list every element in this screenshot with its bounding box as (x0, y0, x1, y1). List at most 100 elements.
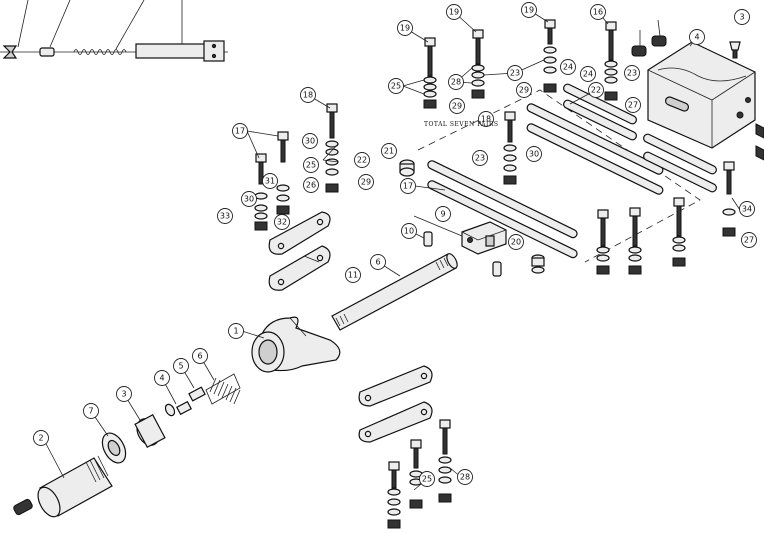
callout-label: 24 (583, 70, 593, 79)
callout-bubble: 30 (526, 146, 542, 162)
callout-label: 6 (197, 352, 202, 361)
callout-label: 19 (524, 6, 534, 15)
yoke-1 (251, 316, 341, 373)
barrel-2 (37, 455, 113, 518)
clamp-block-9 (461, 221, 507, 255)
callout-label: 3 (121, 390, 126, 399)
callout-bubble: 18 (478, 111, 494, 127)
bolt-stack-1 (423, 37, 437, 109)
callout-label: 22 (591, 86, 601, 95)
callout-label: 27 (628, 101, 638, 110)
rollers-20 (531, 254, 545, 274)
callout-label: 18 (481, 115, 491, 124)
callout-label: 2 (38, 434, 43, 443)
spring-6 (205, 373, 241, 405)
callout-label: 7 (88, 407, 93, 416)
callout-label: 20 (511, 238, 521, 247)
callout-bubble: 34 (739, 201, 755, 217)
callout-bubble: 22 (588, 82, 604, 98)
callout-label: 26 (306, 181, 316, 190)
top-left-shaft-assembly (0, 0, 228, 62)
callout-label: 25 (391, 82, 401, 91)
fittings-4-5 (164, 386, 206, 417)
callout-bubble: 19 (446, 4, 462, 20)
callout-bubble: 19 (521, 2, 537, 18)
callout-label: 6 (375, 258, 380, 267)
callout-label: 27 (744, 236, 754, 245)
callout-label: 25 (422, 475, 432, 484)
bolt-stack-3 (543, 19, 557, 93)
callout-bubble: 16 (590, 4, 606, 20)
bushing-21 (399, 159, 415, 177)
callout-label: 31 (265, 177, 275, 186)
callout-bubble: 6 (370, 254, 386, 270)
callout-label: 30 (305, 137, 315, 146)
bolt-stack-2 (471, 29, 485, 99)
bolt-stack-4 (604, 21, 618, 101)
callout-bubble: 9 (435, 206, 451, 222)
callout-bubble: 20 (508, 234, 524, 250)
callout-bubble: 29 (358, 174, 374, 190)
nut-7 (101, 432, 127, 464)
callout-bubble: 2 (33, 430, 49, 446)
callout-label: 28 (451, 78, 461, 87)
callout-label: 29 (452, 102, 462, 111)
callout-label: 23 (627, 69, 637, 78)
bolt-right-a (722, 161, 736, 237)
pin-10 (423, 231, 502, 277)
callout-bubble: 27 (741, 232, 757, 248)
callout-label: 10 (404, 227, 414, 236)
callout-bubble: 17 (400, 178, 416, 194)
small-bolt-right (729, 41, 741, 73)
callout-label: 30 (244, 195, 254, 204)
callout-label: 11 (348, 271, 358, 280)
main-shaft-8 (331, 253, 458, 331)
seven-pairs-note: TOTAL SEVEN PAIRS (424, 121, 499, 128)
plates-bottom (358, 365, 433, 443)
long-links (427, 83, 717, 259)
callout-label: 29 (519, 86, 529, 95)
callout-bubble: 4 (689, 29, 705, 45)
plugs-pair (631, 19, 667, 57)
callout-bubble: 25 (388, 78, 404, 94)
callout-label: 22 (357, 156, 367, 165)
end-plug (13, 498, 33, 516)
callout-bubble: 7 (83, 403, 99, 419)
callout-bubble: 21 (381, 143, 397, 159)
callout-label: 33 (220, 212, 230, 221)
callout-label: 25 (306, 161, 316, 170)
callout-bubble: 28 (457, 469, 473, 485)
callout-bubble: 10 (401, 223, 417, 239)
bolts-bottom (387, 419, 452, 529)
callout-bubble: 1 (228, 323, 244, 339)
callout-label: 23 (510, 69, 520, 78)
callout-label: 23 (475, 154, 485, 163)
plates-middle (268, 211, 331, 291)
bolt-group-mid (503, 111, 517, 185)
callout-bubble: 24 (580, 66, 596, 82)
callout-bubble: 25 (303, 157, 319, 173)
callout-bubble: 25 (419, 471, 435, 487)
callout-label: 5 (178, 362, 183, 371)
bolt-row-bottom (596, 197, 686, 275)
bolt-group-left (254, 131, 290, 231)
callout-bubble: 26 (303, 177, 319, 193)
callout-bubble: 17 (232, 123, 248, 139)
callouts: 19 19 19 16 3 4 25 28 29 23 24 29 24 23 … (33, 2, 757, 487)
callout-bubble: 4 (154, 370, 170, 386)
callout-label: 34 (742, 205, 752, 214)
callout-label: 18 (303, 91, 313, 100)
callout-bubble: 28 (448, 74, 464, 90)
seven-pairs-boundary (417, 89, 701, 263)
callout-bubble: 23 (472, 150, 488, 166)
callout-bubble: 30 (241, 191, 257, 207)
callout-label: 17 (235, 127, 245, 136)
callout-bubble: 23 (507, 65, 523, 81)
callout-label: 16 (593, 8, 603, 17)
callout-bubble: 29 (449, 98, 465, 114)
callout-label: 3 (739, 13, 744, 22)
callout-bubble: 22 (354, 152, 370, 168)
callout-label: 9 (440, 210, 445, 219)
callout-label: 28 (460, 473, 470, 482)
